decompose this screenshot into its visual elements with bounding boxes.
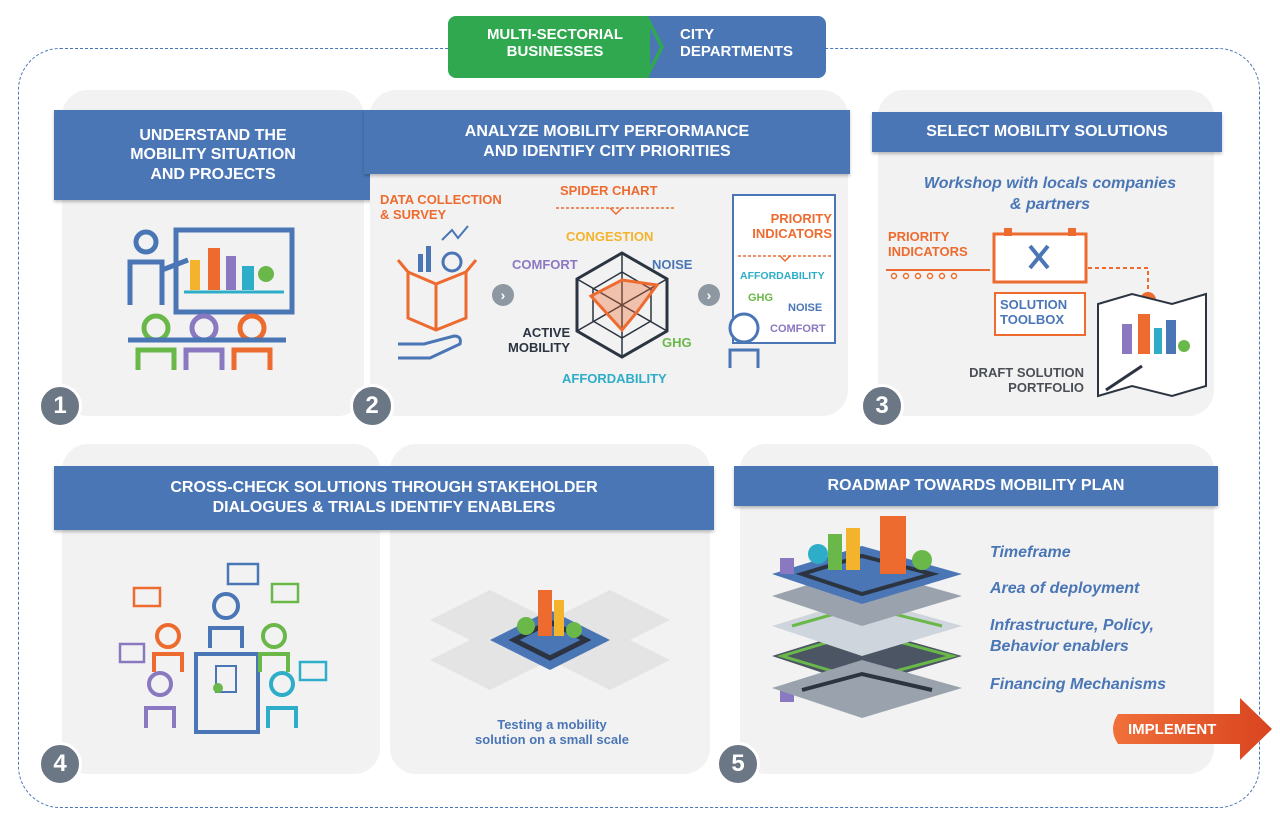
roadmap-item-4: Financing Mechanisms (990, 676, 1167, 693)
roadmap-item-1: Timeframe (990, 544, 1071, 561)
step-2-banner: ANALYZE MOBILITY PERFORMANCE AND IDENTIF… (364, 110, 850, 174)
step-3-number: 3 (860, 384, 904, 428)
priority-item-affordability: AFFORDABILITY (740, 270, 825, 282)
analyst-icon (728, 312, 760, 368)
toolbox-icon (992, 228, 1088, 284)
spider-chart (575, 251, 669, 359)
spider-chart-label: SPIDER CHART (560, 183, 658, 198)
step-5-number: 5 (716, 742, 760, 786)
tab-chevron (644, 16, 664, 78)
stakeholder-dialogue-illustration (118, 562, 328, 734)
tab-right-label: CITY DEPARTMENTS (680, 26, 794, 61)
step-4-title: CROSS-CHECK SOLUTIONS THROUGH STAKEHOLDE… (170, 479, 598, 516)
tab-multi-sectorial-businesses (448, 16, 664, 78)
priority-divider (738, 255, 832, 263)
city-map-icon (1097, 292, 1207, 398)
implement-label: IMPLEMENT (1128, 721, 1217, 738)
priority-indicators-title: PRIORITY INDICATORS (752, 211, 832, 241)
step-4-number: 4 (38, 742, 82, 786)
step-1-title: UNDERSTAND THE MOBILITY SITUATION AND PR… (130, 126, 296, 183)
workshop-label: Workshop with locals companies & partner… (923, 175, 1177, 213)
axis-affordability: AFFORDABILITY (562, 371, 667, 386)
header-tabs: MULTI-SECTORIAL BUSINESSES CITY DEPARTME… (448, 16, 826, 78)
step-1-banner: UNDERSTAND THE MOBILITY SITUATION AND PR… (54, 110, 372, 200)
axis-active-mobility: ACTIVE MOBILITY (508, 325, 571, 355)
toolbox-label-box (994, 292, 1086, 336)
presenter-illustration (127, 227, 295, 370)
step-3-banner: SELECT MOBILITY SOLUTIONS (872, 112, 1222, 152)
priority-dots-line (886, 269, 990, 280)
step-5-banner: ROADMAP TOWARDS MOBILITY PLAN (734, 466, 1218, 506)
roadmap-item-3: Infrastructure, Policy, Behavior enabler… (990, 617, 1154, 655)
implement-arrow (1113, 698, 1272, 760)
toolbox-label: SOLUTION TOOLBOX (1000, 297, 1068, 327)
testing-label: Testing a mobility solution on a small s… (475, 717, 629, 747)
axis-comfort: COMFORT (512, 257, 578, 272)
roadmap-item-2: Area of deployment (990, 580, 1140, 597)
axis-ghg: GHG (662, 335, 692, 350)
city-layers-illustration (772, 516, 962, 718)
draft-portfolio-label: DRAFT SOLUTION PORTFOLIO (969, 365, 1084, 395)
tab-city-departments (650, 16, 826, 78)
axis-congestion: CONGESTION (566, 229, 654, 244)
axis-noise: NOISE (652, 257, 693, 272)
data-collection-label: DATA COLLECTION & SURVEY (380, 192, 502, 222)
step-3-title: SELECT MOBILITY SOLUTIONS (926, 123, 1168, 141)
step-4-banner: CROSS-CHECK SOLUTIONS THROUGH STAKEHOLDE… (54, 466, 714, 530)
spider-chart-divider (556, 207, 674, 216)
step-2-arrow-2: › (698, 284, 720, 306)
step-1-number: 1 (38, 384, 82, 428)
small-scale-trial-illustration (430, 590, 670, 690)
step-2-arrow-1: › (492, 284, 514, 306)
priority-item-comfort: COMFORT (770, 323, 826, 335)
step-2-title: ANALYZE MOBILITY PERFORMANCE AND IDENTIF… (464, 123, 750, 160)
step-5-title: ROADMAP TOWARDS MOBILITY PLAN (827, 477, 1125, 495)
data-box-icon (396, 225, 478, 360)
priority-item-ghg: GHG (748, 292, 774, 304)
priority-item-noise: NOISE (788, 302, 823, 314)
tab-left-label: MULTI-SECTORIAL BUSINESSES (486, 26, 624, 61)
step3-priority-label: PRIORITY INDICATORS (888, 229, 968, 259)
step-2-number: 2 (350, 384, 394, 428)
